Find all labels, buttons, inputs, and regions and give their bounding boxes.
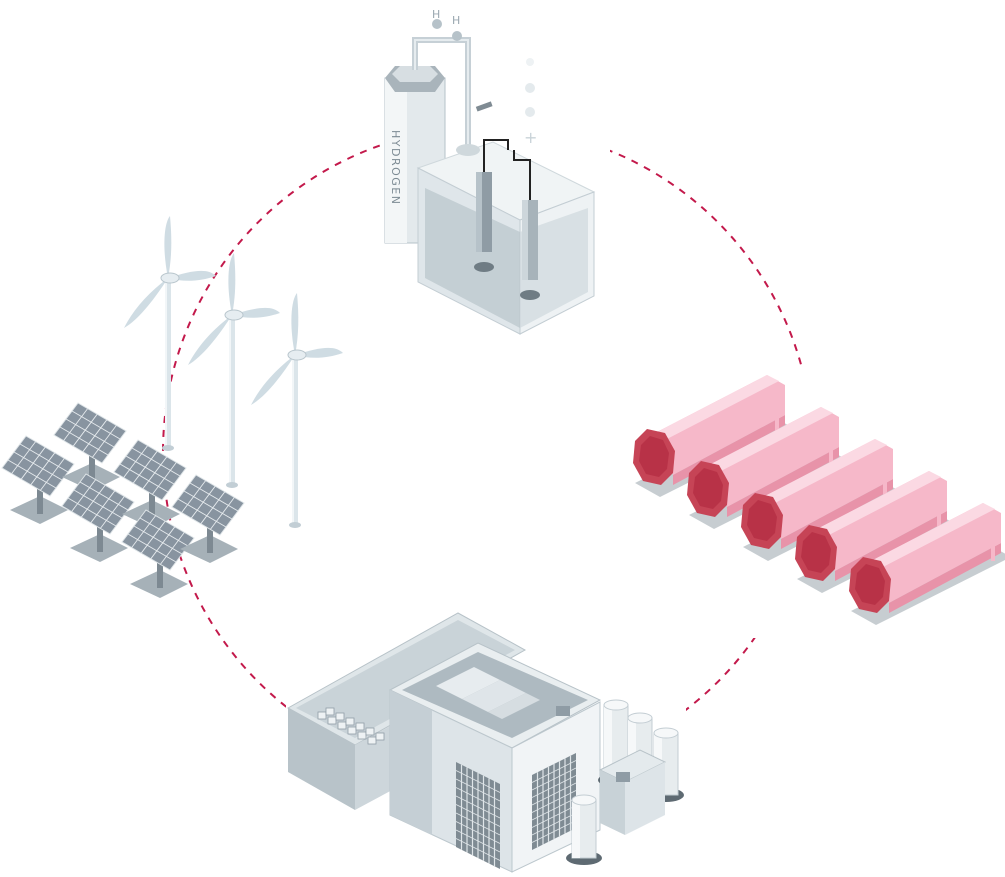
roof-vent	[355, 722, 365, 731]
storage-tank-1	[633, 375, 795, 497]
solar-panel-icon	[61, 473, 135, 562]
wind-turbine-icon	[124, 216, 216, 451]
wind-turbine-icon	[188, 253, 280, 488]
roof-vent	[375, 732, 385, 741]
roof-vent	[337, 721, 347, 730]
renewable-energy-farm	[1, 216, 343, 598]
storage-tank-2	[687, 407, 849, 529]
roof-vent	[327, 716, 337, 725]
svg-text:H: H	[452, 14, 460, 27]
solar-panel-icon	[1, 435, 75, 524]
roof-vent	[367, 736, 377, 745]
svg-text:H: H	[432, 8, 440, 21]
solar-panel-icon	[121, 509, 195, 598]
roof-vent	[365, 727, 375, 736]
wind-turbine-icon	[251, 293, 343, 528]
roof-vent	[317, 711, 327, 720]
storage-tank-5	[849, 503, 1005, 625]
wind-solar-icon	[1, 216, 343, 598]
factory-icon	[286, 612, 684, 873]
hydrogen-electrolysis-plant: HYDROGEN H H +	[380, 8, 610, 340]
silo	[566, 794, 602, 865]
solar-panel-icon	[171, 474, 245, 563]
gas-symbol-icon: H H +	[432, 8, 537, 147]
svg-text:+: +	[524, 128, 537, 147]
roof-vent	[357, 731, 367, 740]
roof-vent	[347, 726, 357, 735]
roof-vent	[335, 712, 345, 721]
hydrogen-tank-label: HYDROGEN	[389, 130, 402, 205]
hydrogen-tank-icon: HYDROGEN	[384, 66, 446, 244]
roof-vent	[345, 717, 355, 726]
industrial-factory	[286, 610, 686, 877]
hydrogen-storage-tanks	[630, 368, 1005, 638]
roof-vent	[325, 707, 335, 716]
electrolyzer-icon	[416, 139, 596, 335]
